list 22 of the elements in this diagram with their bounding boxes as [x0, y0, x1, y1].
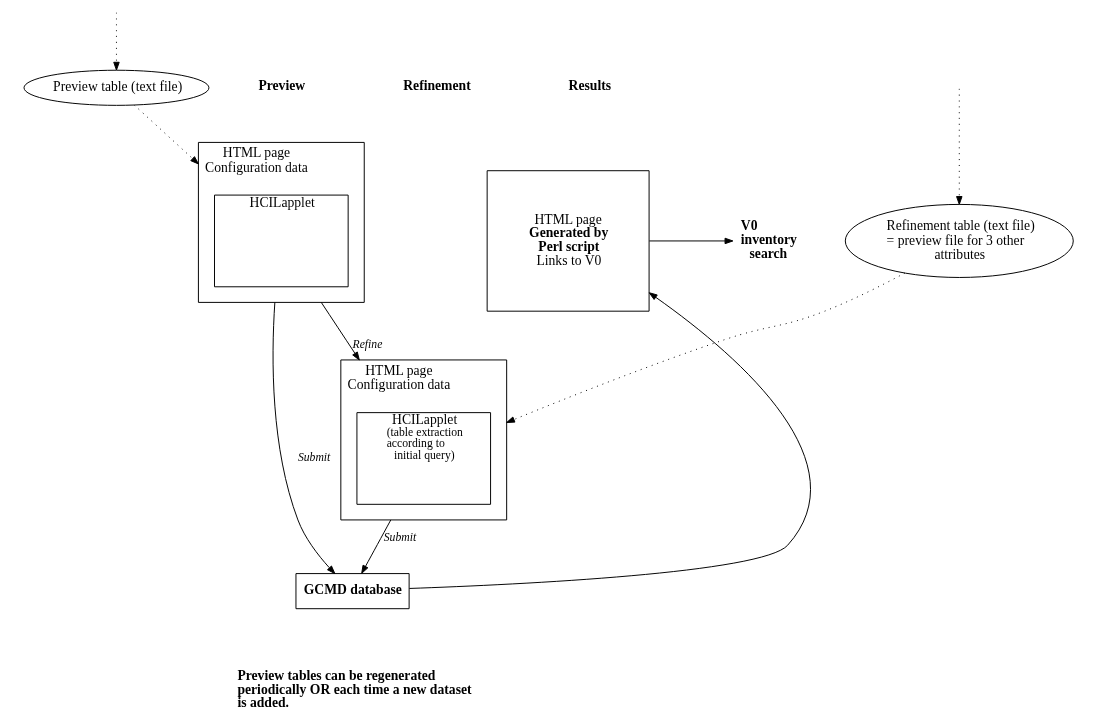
node-ellipse: Refinement table (text file) = preview file for 3 other attributes: [844, 203, 1074, 278]
arrow: [648, 237, 733, 245]
node-ellipse: Preview table (text file): [23, 69, 209, 106]
node-text: V0 inventory search: [740, 218, 797, 261]
label: Refinement: [402, 78, 471, 94]
arrow: [272, 301, 335, 575]
arrow: [505, 272, 905, 424]
node-box: HCILapplet (table extraction according to initial query): [355, 412, 491, 505]
arrow: [320, 301, 360, 361]
node-box: HCILapplet: [213, 194, 349, 288]
arrow: [133, 104, 199, 165]
edge-label: Submit: [383, 531, 416, 544]
label: Results: [568, 78, 611, 94]
node-box: HTML page Generated by Perl script Links to V0: [486, 170, 650, 312]
node-box: GCMD database: [294, 573, 410, 610]
label: Preview: [257, 78, 305, 94]
label: Preview tables can be regenerated periodically OR each time a new dataset is added.: [236, 668, 472, 711]
arrow: [408, 292, 811, 589]
edge-label: Refine: [352, 337, 382, 351]
arrow: [955, 88, 962, 205]
arrow: [360, 519, 391, 574]
edge-label: Submit: [297, 450, 330, 464]
